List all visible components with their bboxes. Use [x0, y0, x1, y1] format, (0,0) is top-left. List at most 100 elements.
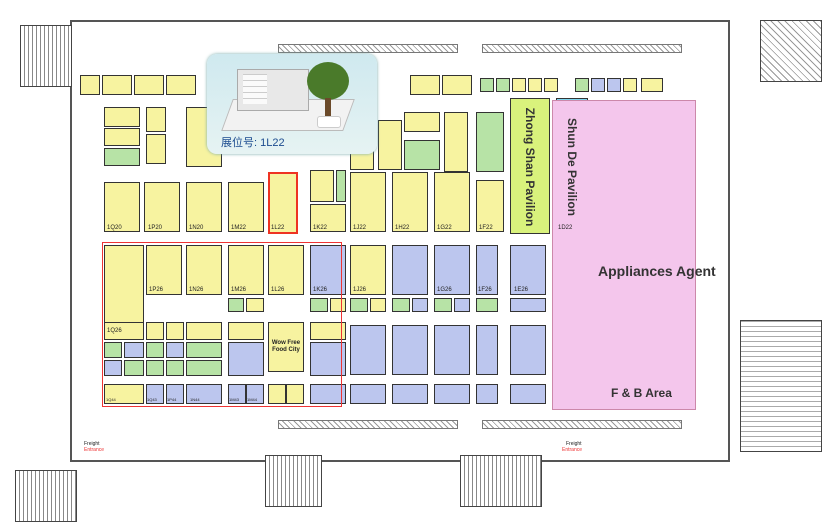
booth[interactable]: [228, 322, 264, 340]
booth[interactable]: [166, 75, 196, 95]
booth[interactable]: [146, 360, 164, 376]
booth-1p44[interactable]: [166, 384, 184, 404]
booth[interactable]: [310, 322, 346, 340]
booth[interactable]: [510, 298, 546, 312]
booth[interactable]: [410, 75, 440, 95]
booth-1f22[interactable]: [476, 180, 504, 232]
booth[interactable]: [510, 384, 546, 404]
booth[interactable]: [146, 134, 166, 164]
booth[interactable]: [330, 298, 346, 312]
booth-1n26[interactable]: [186, 245, 222, 295]
booth-1m26[interactable]: [228, 245, 264, 295]
booth[interactable]: [228, 342, 264, 376]
booth[interactable]: [186, 342, 222, 358]
booth[interactable]: [286, 384, 304, 404]
booth[interactable]: [444, 112, 468, 172]
booth[interactable]: [392, 298, 410, 312]
booth-1p26[interactable]: [146, 245, 182, 295]
booth[interactable]: [310, 342, 346, 376]
booth-1m22[interactable]: [228, 182, 264, 232]
booth-1q44[interactable]: [104, 384, 144, 404]
booth[interactable]: [102, 75, 132, 95]
wow-free-food-city[interactable]: [268, 322, 304, 372]
booth[interactable]: [404, 112, 440, 132]
booth[interactable]: [404, 140, 440, 170]
booth[interactable]: [607, 78, 621, 92]
booth[interactable]: [623, 78, 637, 92]
booth[interactable]: [228, 298, 244, 312]
booth[interactable]: [336, 170, 346, 202]
booth[interactable]: [476, 325, 498, 375]
booth[interactable]: [186, 360, 222, 376]
booth-1l26[interactable]: [268, 245, 304, 295]
booth[interactable]: [510, 325, 546, 375]
booth[interactable]: [476, 298, 498, 312]
booth[interactable]: [268, 384, 286, 404]
booth[interactable]: [104, 128, 140, 146]
booth[interactable]: [124, 360, 144, 376]
booth-1j22[interactable]: [350, 172, 386, 232]
booth[interactable]: [350, 325, 386, 375]
booth[interactable]: [166, 322, 184, 340]
booth[interactable]: [434, 325, 470, 375]
booth-1m43[interactable]: [228, 384, 246, 404]
booth-1h22[interactable]: [392, 172, 428, 232]
booth[interactable]: [310, 298, 328, 312]
booth[interactable]: [310, 170, 334, 202]
booth[interactable]: [476, 384, 498, 404]
booth[interactable]: [544, 78, 558, 92]
booth-1n44[interactable]: [186, 384, 222, 404]
booth[interactable]: [350, 298, 368, 312]
booth[interactable]: [246, 298, 264, 312]
booth[interactable]: [392, 325, 428, 375]
booth[interactable]: [454, 298, 470, 312]
zhong-shan-pavilion[interactable]: [510, 98, 550, 234]
booth[interactable]: [80, 75, 100, 95]
booth-1g26[interactable]: [434, 245, 470, 295]
booth[interactable]: [146, 322, 164, 340]
booth-1m44[interactable]: [246, 384, 264, 404]
booth-1g22[interactable]: [434, 172, 470, 232]
booth-1k22[interactable]: [310, 204, 346, 232]
booth-1p20[interactable]: [144, 182, 180, 232]
booth[interactable]: [480, 78, 494, 92]
booth-1q20[interactable]: [104, 182, 140, 232]
booth-1j26[interactable]: [350, 245, 386, 295]
booth[interactable]: [166, 360, 184, 376]
booth-1k26[interactable]: [310, 245, 346, 295]
booth[interactable]: [476, 112, 504, 172]
booth[interactable]: [575, 78, 589, 92]
booth[interactable]: [166, 342, 184, 358]
booth[interactable]: [104, 148, 140, 166]
booth-1q43[interactable]: [146, 384, 164, 404]
booth[interactable]: [591, 78, 605, 92]
booth-preview-popup[interactable]: 展位号: 1L22: [207, 54, 377, 154]
booth[interactable]: [104, 322, 144, 340]
booth[interactable]: [146, 342, 164, 358]
booth[interactable]: [392, 384, 428, 404]
booth[interactable]: [434, 298, 452, 312]
booth-1f26[interactable]: [476, 245, 498, 295]
booth[interactable]: [350, 384, 386, 404]
booth[interactable]: [434, 384, 470, 404]
booth[interactable]: [104, 342, 122, 358]
booth[interactable]: [124, 342, 144, 358]
booth[interactable]: [641, 78, 663, 92]
booth-1l22[interactable]: [268, 172, 298, 234]
booth-1h26[interactable]: [392, 245, 428, 295]
booth-1n20[interactable]: [186, 182, 222, 232]
booth[interactable]: [186, 322, 222, 340]
booth[interactable]: [370, 298, 386, 312]
booth[interactable]: [442, 75, 472, 95]
booth[interactable]: [512, 78, 526, 92]
appliances-agent-area[interactable]: [552, 100, 696, 410]
booth[interactable]: [496, 78, 510, 92]
booth[interactable]: [310, 384, 346, 404]
booth-1e26[interactable]: [510, 245, 546, 295]
booth[interactable]: [528, 78, 542, 92]
booth[interactable]: [412, 298, 428, 312]
booth[interactable]: [146, 107, 166, 132]
booth[interactable]: [104, 107, 140, 127]
booth[interactable]: [378, 120, 402, 170]
booth[interactable]: [104, 360, 122, 376]
